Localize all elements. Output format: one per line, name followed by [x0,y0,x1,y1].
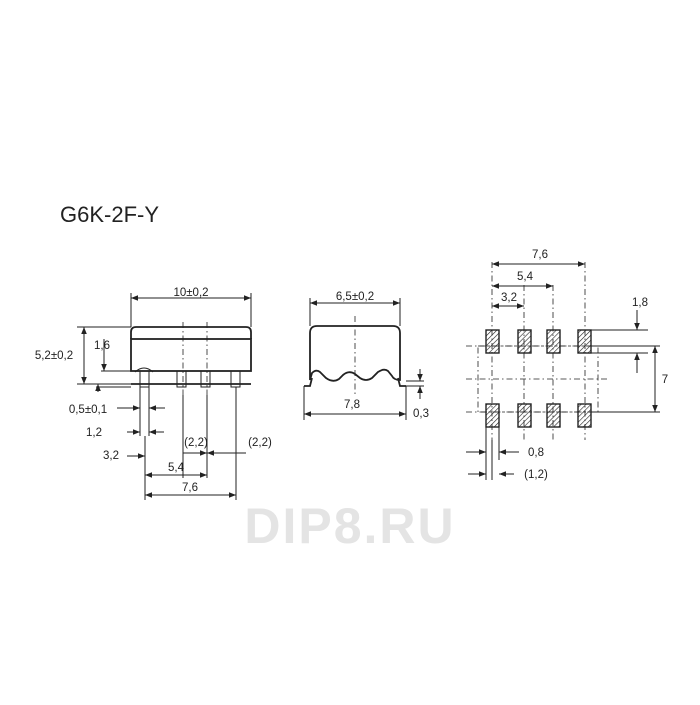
dim-lead-span: 7,8 [344,399,360,411]
dim-pitch-3: 7,6 [182,482,198,494]
end-view: 6,5±0,2 7,8 0,3 [303,291,429,420]
dim-width: 10±0,2 [173,287,208,299]
dim-ref-a: (2,2) [184,437,208,449]
side-body [130,338,252,372]
dim-pad-span-2: 5,4 [517,271,534,283]
dim-pitch-1: 3,2 [103,450,119,462]
dim-standoff: 0,5±0,1 [69,404,107,416]
dim-pad-span-1: 7,6 [532,249,548,261]
watermark-text: DIP8.RU [244,498,455,554]
dim-body-height: 1,6 [94,340,110,352]
end-lead-left [304,377,313,387]
side-view: 10±0,2 5,2±0,2 1,6 0,5±0,1 1,2 3,2 (2,2) [35,287,272,500]
dim-pad-ref: (1,2) [524,469,548,481]
part-number-title: G6K-2F-Y [60,202,159,227]
dim-end-width: 6,5±0,2 [336,291,374,303]
dim-lead-width: 1,2 [86,427,102,439]
dim-lead-thickness: 0,3 [413,408,429,420]
dim-pad-length: 1,8 [632,297,648,309]
pad-row-top [485,329,592,354]
end-body [309,325,401,382]
dim-pad-span-3: 3,2 [501,292,517,304]
pad-row-bottom [485,403,592,428]
pad-layout: 7,6 5,4 3,2 1,8 7 0,8 (1,2) [466,249,668,481]
dim-row-distance: 7 [662,374,668,386]
dim-ref-b: (2,2) [248,437,272,449]
side-body-top [130,326,252,339]
dim-pitch-2: 5,4 [168,462,185,474]
dim-height: 5,2±0,2 [35,350,73,362]
dim-pad-width: 0,8 [528,447,544,459]
end-lead-right [397,377,406,387]
